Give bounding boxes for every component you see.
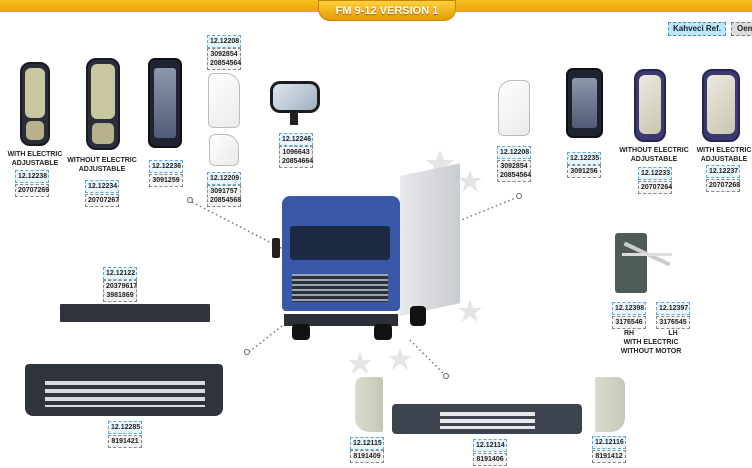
caption-line: ADJUSTABLE xyxy=(700,156,748,163)
oem-line: 20854564 xyxy=(500,172,532,179)
oem-ref[interactable]: 3176545 xyxy=(656,316,690,329)
mirror-glass-image xyxy=(498,80,530,136)
oem-line: 20854664 xyxy=(282,158,314,165)
mirror-manual-image xyxy=(634,69,666,142)
legend-oem: Oem xyxy=(731,22,752,36)
caption-line: WITHOUT ELECTRIC xyxy=(67,157,137,164)
part-caption: WITHOUT ELECTRIC ADJUSTABLE xyxy=(66,156,138,174)
part-caption: WITHOUT ELECTRIC ADJUSTABLE xyxy=(618,146,690,164)
oem-line: 20379617 xyxy=(106,283,138,290)
kahveci-ref[interactable]: 12.12234 xyxy=(85,180,119,193)
oem-ref[interactable]: 20707264 xyxy=(638,181,672,194)
window-regulator-image xyxy=(615,233,647,293)
kahveci-ref[interactable]: 12.12235 xyxy=(567,152,601,165)
kahveci-ref[interactable]: 12.12122 xyxy=(103,267,137,280)
mirror-housing-image xyxy=(566,68,603,138)
corner-panel-left-image xyxy=(355,377,383,432)
caption-line: ADJUSTABLE xyxy=(11,160,59,167)
part-caption: WITH ELECTRIC ADJUSTABLE xyxy=(2,150,68,168)
ramp-mirror-image xyxy=(270,81,320,113)
grille-slots xyxy=(440,409,535,429)
mirror-glass-small-image xyxy=(209,134,239,166)
oem-line: 20854568 xyxy=(210,197,242,204)
caption-line: WITH ELECTRIC xyxy=(696,147,752,154)
oem-line: 3092854 xyxy=(210,51,238,58)
connector-dot xyxy=(443,373,449,379)
oem-ref[interactable]: 20707267 xyxy=(85,194,119,207)
oem-line: 1096643 xyxy=(282,149,310,156)
kahveci-ref[interactable]: 12.12208 xyxy=(207,35,241,48)
oem-ref[interactable]: 3091256 xyxy=(567,165,601,178)
caption-line: WITHOUT MOTOR xyxy=(620,348,682,355)
caption-line: WITH ELECTRIC xyxy=(623,339,679,346)
oem-ref[interactable]: 1096643 20854664 xyxy=(279,146,313,168)
oem-ref[interactable]: 8191421 xyxy=(108,435,142,448)
oem-ref[interactable]: 8191406 xyxy=(473,453,507,466)
mirror-manual-image xyxy=(86,58,120,150)
side-label: LH xyxy=(668,330,678,337)
caption-line: ADJUSTABLE xyxy=(630,156,678,163)
legend-kahveci-ref: Kahveci Ref. xyxy=(668,22,726,36)
ramp-mirror-arm xyxy=(290,113,298,125)
kahveci-ref[interactable]: 12.12116 xyxy=(592,436,626,449)
side-label: RH xyxy=(623,330,635,337)
kahveci-ref[interactable]: 12.12246 xyxy=(279,133,313,146)
caption-line: WITHOUT ELECTRIC xyxy=(619,147,689,154)
connector-dot xyxy=(187,197,193,203)
oem-ref[interactable]: 20379617 3981869 xyxy=(103,280,137,302)
page-title: FM 9-12 VERSION 1 xyxy=(318,0,456,21)
part-caption: WITH ELECTRIC WITHOUT MOTOR xyxy=(616,338,686,356)
grille-slots xyxy=(45,377,205,407)
kahveci-ref[interactable]: 12.12398 xyxy=(612,302,646,315)
oem-ref[interactable]: 3091757 20854568 xyxy=(207,185,241,207)
truck-image xyxy=(270,163,460,341)
part-caption: WITH ELECTRIC ADJUSTABLE xyxy=(694,146,752,164)
connector-dot xyxy=(516,193,522,199)
kahveci-ref[interactable]: 12.12114 xyxy=(473,439,507,452)
mirror-electric-image xyxy=(702,69,740,142)
oem-line: 3091757 xyxy=(210,188,238,195)
oem-line: 20854564 xyxy=(210,60,242,67)
kahveci-ref[interactable]: 12.12285 xyxy=(108,421,142,434)
kahveci-ref[interactable]: 12.12397 xyxy=(656,302,690,315)
kahveci-ref[interactable]: 12.12233 xyxy=(638,167,672,180)
oem-ref[interactable]: 8191409 xyxy=(350,450,384,463)
oem-line: 3981869 xyxy=(106,292,134,299)
caption-line: ADJUSTABLE xyxy=(78,166,126,173)
mirror-electric-image xyxy=(20,62,50,146)
oem-ref[interactable]: 20707269 xyxy=(15,184,49,197)
kahveci-ref[interactable]: 12.12208 xyxy=(497,146,531,159)
corner-panel-right-image xyxy=(595,377,625,432)
oem-line: 3092854 xyxy=(500,163,528,170)
oem-ref[interactable]: 20707268 xyxy=(706,179,740,192)
mirror-glass-image xyxy=(208,73,240,128)
oem-ref[interactable]: 3092854 20854564 xyxy=(207,48,241,70)
oem-ref[interactable]: 8191412 xyxy=(592,450,626,463)
kahveci-ref[interactable]: 12.12237 xyxy=(706,165,740,178)
oem-ref[interactable]: 3091259 xyxy=(149,174,183,187)
regulator-arm xyxy=(622,253,672,256)
mirror-housing-image xyxy=(148,58,182,148)
connector-dot xyxy=(244,349,250,355)
kahveci-ref[interactable]: 12.12236 xyxy=(149,160,183,173)
kahveci-ref[interactable]: 12.12209 xyxy=(207,172,241,185)
bumper-bracket-image xyxy=(60,304,210,322)
kahveci-ref[interactable]: 12.12238 xyxy=(15,170,49,183)
oem-ref[interactable]: 3176546 xyxy=(612,316,646,329)
oem-ref[interactable]: 3092854 20854564 xyxy=(497,160,531,182)
caption-line: WITH ELECTRIC xyxy=(7,151,63,158)
kahveci-ref[interactable]: 12.12115 xyxy=(350,437,384,450)
